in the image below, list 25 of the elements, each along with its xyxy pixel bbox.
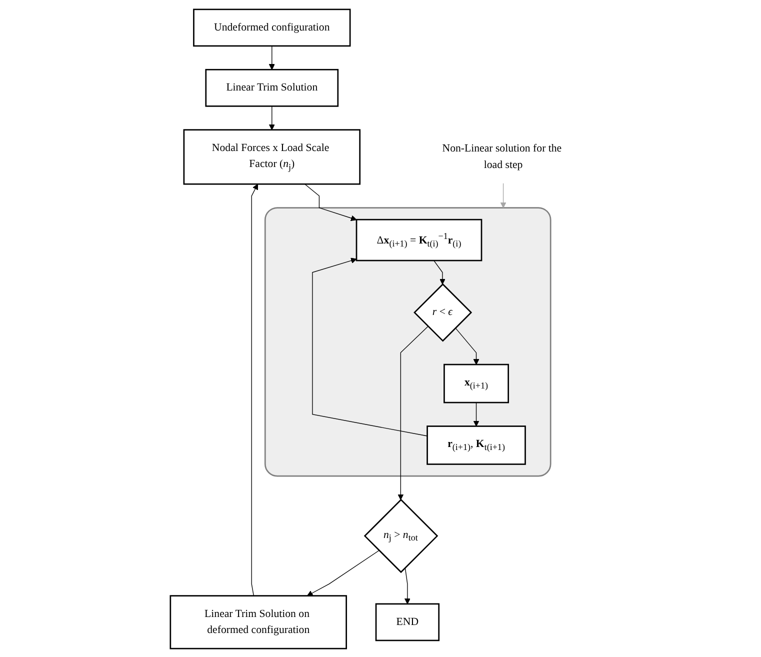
flowchart-drawing: Undeformed configuration Linear Trim Solution Nodal Forces x Load Scale Factor (n$_{j}$) Non-Linear solution for the load step Δx$_{(i+1)}$ = K$_{t(i)}$$^{−1}$r$_{(i)}$ r$_{(i+1)}$, K$_{t(i+1)}$ r < ϵ x$_{(i+1)}$ n$_{j}$ > n$_{tot}$ END Linear Trim Solution on deformed configuration: [164, 4, 596, 654]
arrow: [500, 182, 506, 208]
arrow: [268, 45, 275, 70]
arrow: [454, 327, 479, 364]
node-box: [426, 425, 526, 464]
node-box: [375, 602, 440, 641]
node-box: [192, 8, 350, 46]
arrow: [433, 260, 446, 284]
arrow: [304, 183, 356, 221]
node-box: [356, 218, 482, 261]
cluster: [264, 206, 551, 476]
node-diamond: [413, 282, 472, 342]
node-box: [204, 68, 338, 106]
arrow: [268, 105, 275, 130]
node-diamond: [364, 498, 438, 573]
arrow: [397, 326, 428, 500]
arrow: [312, 257, 428, 436]
arrow: [250, 183, 258, 596]
arrow: [306, 550, 380, 596]
node-box: [169, 594, 347, 649]
node-text: Non-Linear solution for the load step: [442, 142, 562, 170]
arrow: [472, 402, 479, 426]
node-box: [182, 128, 360, 184]
node-box: [443, 363, 509, 403]
arrow: [404, 566, 410, 604]
